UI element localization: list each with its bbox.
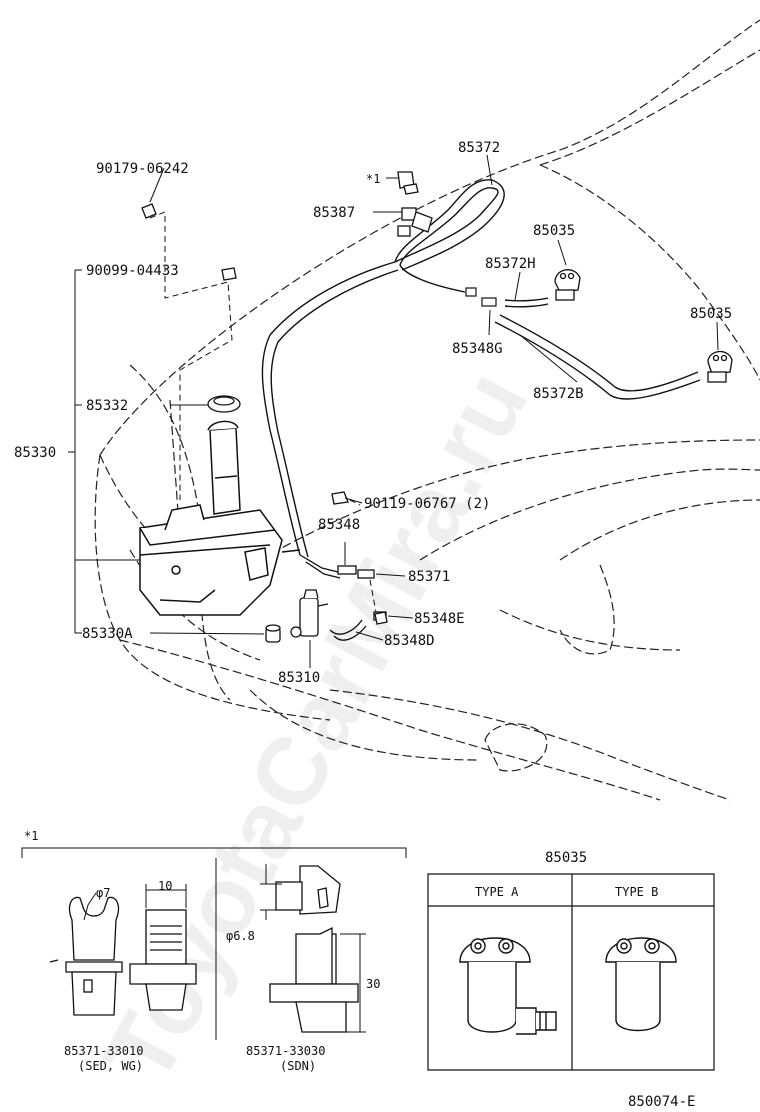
table-title: 85035 xyxy=(545,850,587,866)
washer-tank-85330 xyxy=(139,420,301,616)
label-85330: 85330 xyxy=(14,445,56,461)
part-85371-33010-note: (SED, WG) xyxy=(78,1059,143,1073)
label-85310: 85310 xyxy=(278,670,320,686)
nozzle-85035-right xyxy=(707,350,733,383)
callout-labels: 85372 *1 90179-06242 85387 85035 85372H … xyxy=(14,140,732,686)
grommet-85330A xyxy=(265,624,281,643)
nozzle-type-table: 85035 TYPE A TYPE B xyxy=(427,850,715,1071)
figure-id: 850074-E xyxy=(628,1094,695,1110)
detail-bracket xyxy=(21,847,407,858)
joint-85348G xyxy=(465,287,497,307)
detail-mark: *1 xyxy=(24,829,38,843)
table-header-type-b: TYPE B xyxy=(615,885,658,899)
label-85348: 85348 xyxy=(318,517,360,533)
label-90119-06767: 90119-06767 (2) xyxy=(364,496,490,512)
bolts xyxy=(141,203,388,625)
dim-30-line xyxy=(340,933,366,1033)
label-star1: *1 xyxy=(366,172,380,186)
leader-lines xyxy=(68,154,719,668)
label-85372B: 85372B xyxy=(533,386,584,402)
washer-hose xyxy=(261,179,701,558)
pump-85310 xyxy=(290,589,329,638)
label-85035-right: 85035 xyxy=(690,306,732,322)
table-frame xyxy=(427,873,715,1071)
label-85348D: 85348D xyxy=(384,633,435,649)
dim-dia68: φ6.8 xyxy=(226,929,255,943)
clip-85387 xyxy=(397,207,433,237)
clip-33010-front xyxy=(49,896,123,1016)
vehicle-outline xyxy=(94,19,760,801)
detail-star1: *1 φ7 10 85371-33010 (SED, WG) xyxy=(21,829,407,1073)
label-85372H: 85372H xyxy=(485,256,536,272)
part-85371-33030-note: (SDN) xyxy=(280,1059,316,1073)
label-85330A: 85330A xyxy=(82,626,133,642)
hoses-lower xyxy=(299,554,387,641)
part-85371-33010: 85371-33010 xyxy=(64,1044,143,1058)
part-85371-33030: 85371-33030 xyxy=(246,1044,325,1058)
label-85348E: 85348E xyxy=(414,611,465,627)
nozzle-type-b-icon xyxy=(605,937,677,1032)
clip-33010-side xyxy=(129,909,197,1011)
clip-star1 xyxy=(397,171,419,195)
table-header-type-a: TYPE A xyxy=(475,885,519,899)
dim-10: 10 xyxy=(158,879,172,893)
dim-dia7: φ7 xyxy=(96,886,110,900)
dim-leader-dia7 xyxy=(83,892,97,921)
nozzle-type-a-icon xyxy=(459,937,557,1035)
clip-33030-top xyxy=(275,865,341,915)
label-85372: 85372 xyxy=(458,140,500,156)
label-90179-06242: 90179-06242 xyxy=(96,161,189,177)
dim-30: 30 xyxy=(366,977,380,991)
label-85371: 85371 xyxy=(408,569,450,585)
cap-85332 xyxy=(207,395,241,413)
clip-33030-bottom xyxy=(269,926,359,1033)
label-90099-04433: 90099-04433 xyxy=(86,263,179,279)
label-85332: 85332 xyxy=(86,398,128,414)
label-85387: 85387 xyxy=(313,205,355,221)
dim-10-line xyxy=(145,884,187,908)
label-85348G: 85348G xyxy=(452,341,503,357)
bolt-dashes xyxy=(149,211,377,613)
dim-dia68-line xyxy=(260,864,282,920)
label-85035-upper: 85035 xyxy=(533,223,575,239)
nozzle-85035-upper xyxy=(554,269,581,301)
